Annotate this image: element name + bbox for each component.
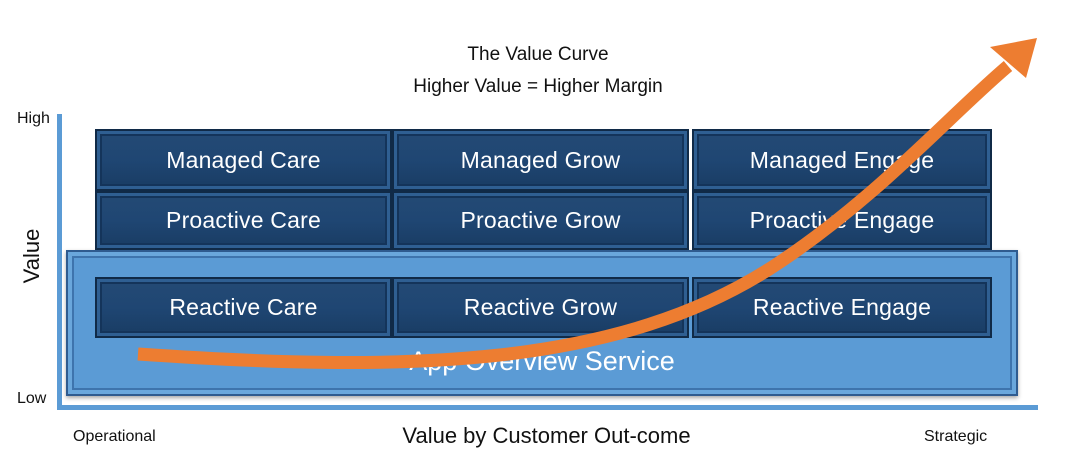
block-proactive-engage: Proactive Engage bbox=[692, 191, 992, 250]
block-managed-care: Managed Care bbox=[95, 129, 392, 191]
block-reactive-care: Reactive Care bbox=[95, 277, 392, 338]
y-axis-high-label: High bbox=[17, 110, 50, 127]
block-proactive-grow: Proactive Grow bbox=[392, 191, 689, 250]
x-axis-title: Value by Customer Out-come bbox=[402, 423, 691, 448]
block-managed-engage: Managed Engage bbox=[692, 129, 992, 191]
diagram-title: The Value Curve bbox=[467, 44, 609, 65]
x-axis-left-label: Operational bbox=[73, 428, 156, 445]
y-axis-line bbox=[57, 114, 62, 410]
block-managed-grow: Managed Grow bbox=[392, 129, 689, 191]
y-axis-title: Value bbox=[19, 228, 44, 284]
y-axis-low-label: Low bbox=[17, 390, 47, 407]
x-axis-right-label: Strategic bbox=[924, 428, 988, 445]
block-reactive-grow: Reactive Grow bbox=[392, 277, 689, 338]
diagram-subtitle: Higher Value = Higher Margin bbox=[413, 76, 663, 97]
x-axis-line bbox=[57, 405, 1038, 410]
base-service-label: App Overview Service bbox=[409, 346, 675, 376]
block-reactive-engage: Reactive Engage bbox=[692, 277, 992, 338]
block-proactive-care: Proactive Care bbox=[95, 191, 392, 250]
